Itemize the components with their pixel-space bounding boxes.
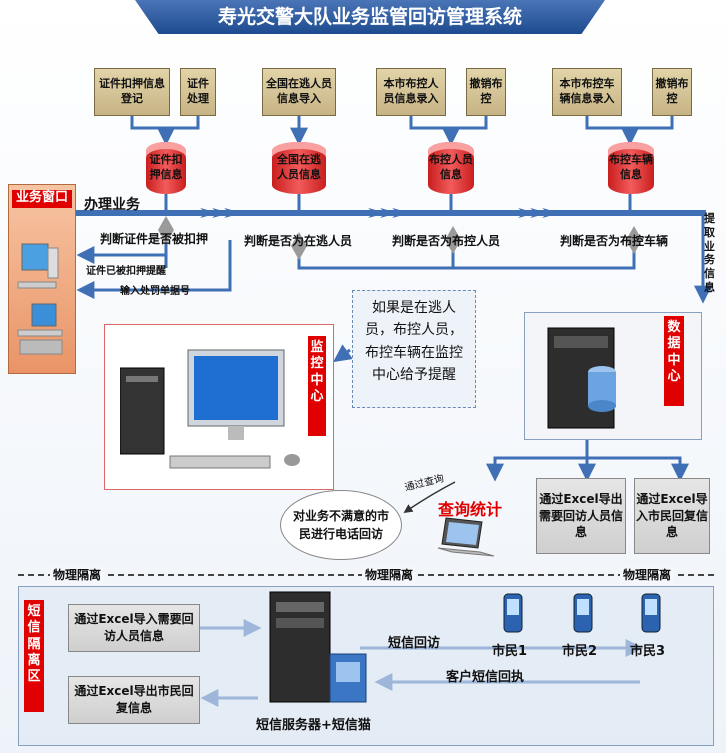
judge-fugitive-label: 判断是否为在逃人员 — [244, 234, 353, 248]
judge-detained-label: 判断证件是否被扣押 — [100, 232, 209, 246]
business-flow-line — [76, 210, 706, 216]
isolation-label-1: 物理隔离 — [50, 566, 105, 583]
laptop-icon — [437, 517, 495, 557]
query-stats-label[interactable]: 查询统计 — [438, 500, 503, 519]
decision-diamond-2 — [291, 232, 307, 260]
data-center-label: 数据中心 — [664, 316, 684, 406]
monitor-computer-icon — [120, 349, 300, 469]
reminder-box: 如果是在逃人员，布控人员，布控车辆在监控中心给予提醒 — [352, 290, 476, 408]
server-icon — [547, 327, 616, 429]
customer-reply-label: 客户短信回执 — [446, 670, 525, 685]
isolation-label-3: 物理隔离 — [620, 566, 675, 583]
sms-visit-label: 短信回访 — [388, 636, 441, 651]
person-control-entry-box: 本市布控人员信息录入 — [376, 68, 446, 116]
query-via-label: 通过查询 — [403, 473, 446, 494]
doc-process-box: 证件处理 — [180, 68, 216, 116]
detained-alert-label: 证件已被扣押提醒 — [86, 266, 166, 277]
citizen-1-label: 市民1 — [492, 644, 528, 659]
monitor-center-label: 监控中心 — [308, 336, 326, 436]
cancel-vehicle-control-box: 撤销布控 — [652, 68, 692, 116]
vehicle-control-entry-box: 本市布控车辆信息录入 — [552, 68, 622, 116]
handle-business-label: 办理业务 — [84, 197, 140, 213]
excel-import-reply-box: 通过Excel导入市民回复信息 — [634, 478, 710, 554]
excel-import-visit-box: 通过Excel导入需要回访人员信息 — [68, 604, 200, 652]
decision-diamond-1 — [158, 216, 174, 244]
fugitive-import-box: 全国在逃人员信息导入 — [262, 68, 336, 116]
sms-isolation-label: 短信隔离区 — [24, 600, 44, 712]
business-window-label: 业务窗口 — [12, 190, 72, 208]
excel-export-visit-box: 通过Excel导出需要回访人员信息 — [536, 478, 626, 554]
excel-export-reply-box: 通过Excel导出市民回复信息 — [68, 676, 200, 724]
cancel-person-control-box: 撤销布控 — [466, 68, 506, 116]
decision-diamond-3 — [445, 226, 461, 254]
citizen-2-label: 市民2 — [562, 644, 598, 659]
vehicle-control-db: 布控车辆信息 — [608, 142, 654, 194]
judge-controlled-person-label: 判断是否为布控人员 — [392, 234, 501, 248]
person-control-db: 布控人员信息 — [428, 142, 474, 194]
input-ticket-label: 输入处罚单据号 — [120, 286, 190, 297]
judge-controlled-vehicle-label: 判断是否为布控车辆 — [560, 234, 669, 248]
citizen-3-label: 市民3 — [630, 644, 666, 659]
detain-register-box: 证件扣押信息登记 — [94, 68, 170, 116]
isolation-label-2: 物理隔离 — [362, 566, 417, 583]
sms-server-icon — [269, 591, 367, 703]
fugitive-info-db: 全国在逃人员信息 — [272, 142, 326, 194]
workstation-icon — [17, 243, 63, 355]
phone-icon — [573, 593, 593, 633]
fetch-info-label: 提取业 务信息 — [704, 212, 715, 294]
decision-diamond-4 — [626, 226, 642, 254]
sms-server-label: 短信服务器+短信猫 — [256, 718, 371, 733]
phone-icon — [641, 593, 661, 633]
page-title: 寿光交警大队业务监管回访管理系统 — [135, 0, 605, 34]
phone-visit-bubble: 对业务不满意的市民进行电话回访 — [280, 490, 402, 560]
detain-info-db: 证件扣押信息 — [146, 142, 186, 194]
phone-icon — [503, 593, 523, 633]
